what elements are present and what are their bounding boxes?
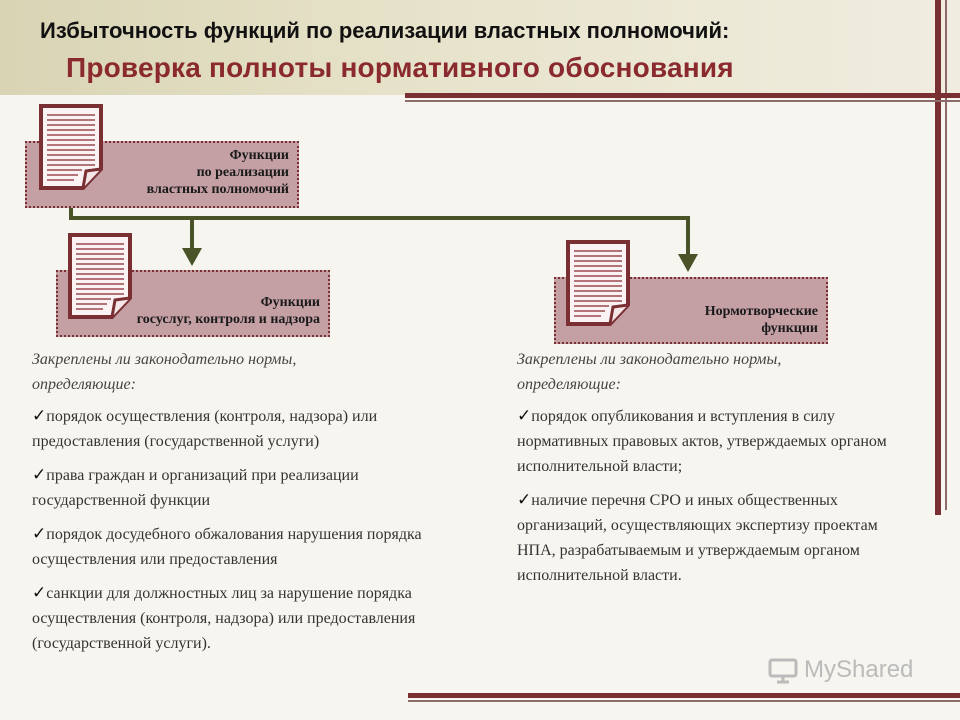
arrow-down-icon: [182, 248, 202, 266]
criteria-intro-line: определяющие:: [32, 376, 136, 393]
criteria-text: порядок опубликования и вступления в сил…: [517, 408, 887, 475]
criteria-intro-line: Закреплены ли законодательно нормы,: [517, 351, 782, 368]
header-band: [0, 0, 960, 95]
box-label: по реализации: [196, 165, 289, 180]
criteria-item: ✓порядок опубликования и вступления в си…: [517, 403, 917, 479]
decor-vertical-line-thin: [945, 0, 947, 510]
connector-line-right: [69, 208, 690, 262]
criteria-intro-line: Закреплены ли законодательно нормы,: [32, 351, 297, 368]
criteria-intro: Закреплены ли законодательно нормы, опре…: [517, 347, 917, 397]
box-label: госуслуг, контроля и надзора: [136, 312, 320, 327]
criteria-text: порядок осуществления (контроля, надзора…: [32, 408, 378, 450]
criteria-text: порядок досудебного обжалования нарушени…: [32, 526, 422, 568]
decor-bottom-line: [408, 693, 960, 698]
decor-vertical-line: [935, 0, 941, 515]
right-criteria-column: Закреплены ли законодательно нормы, опре…: [517, 347, 917, 596]
criteria-text: наличие перечня СРО и иных общественных …: [517, 492, 878, 584]
criteria-item: ✓санкции для должностных лиц за нарушени…: [32, 580, 472, 656]
decor-horizontal-line: [405, 93, 960, 98]
arrow-down-icon: [678, 254, 698, 272]
criteria-intro-line: определяющие:: [517, 376, 621, 393]
criteria-text: права граждан и организаций при реализац…: [32, 467, 359, 509]
criteria-item: ✓наличие перечня СРО и иных общественных…: [517, 487, 917, 588]
watermark-text: MyShared: [804, 656, 914, 683]
check-icon: ✓: [32, 583, 47, 602]
box-label: Функции: [229, 148, 289, 163]
criteria-intro: Закреплены ли законодательно нормы, опре…: [32, 347, 472, 397]
check-icon: ✓: [517, 490, 532, 509]
criteria-item: ✓права граждан и организаций при реализа…: [32, 462, 472, 513]
document-icon: [68, 233, 132, 319]
box-label: Функции: [260, 295, 320, 310]
decor-horizontal-line-thin: [405, 100, 960, 102]
box-label: функции: [761, 321, 818, 336]
check-icon: ✓: [32, 406, 47, 425]
slide-title: Избыточность функций по реализации власт…: [40, 18, 730, 43]
document-icon: [566, 240, 630, 326]
watermark: MyShared: [768, 656, 913, 684]
decor-bottom-line-thin: [408, 700, 960, 702]
check-icon: ✓: [32, 465, 47, 484]
left-criteria-column: Закреплены ли законодательно нормы, опре…: [32, 347, 472, 664]
criteria-item: ✓порядок досудебного обжалования нарушен…: [32, 521, 472, 572]
check-icon: ✓: [32, 524, 47, 543]
box-label: властных полномочий: [146, 182, 289, 197]
presentation-icon: [768, 658, 798, 684]
slide-subtitle: Проверка полноты нормативного обосновани…: [66, 52, 734, 83]
document-icon: [39, 104, 103, 190]
check-icon: ✓: [517, 406, 532, 425]
criteria-text: санкции для должностных лиц за нарушение…: [32, 585, 416, 652]
criteria-item: ✓порядок осуществления (контроля, надзор…: [32, 403, 472, 454]
box-label: Нормотворческие: [704, 304, 818, 319]
